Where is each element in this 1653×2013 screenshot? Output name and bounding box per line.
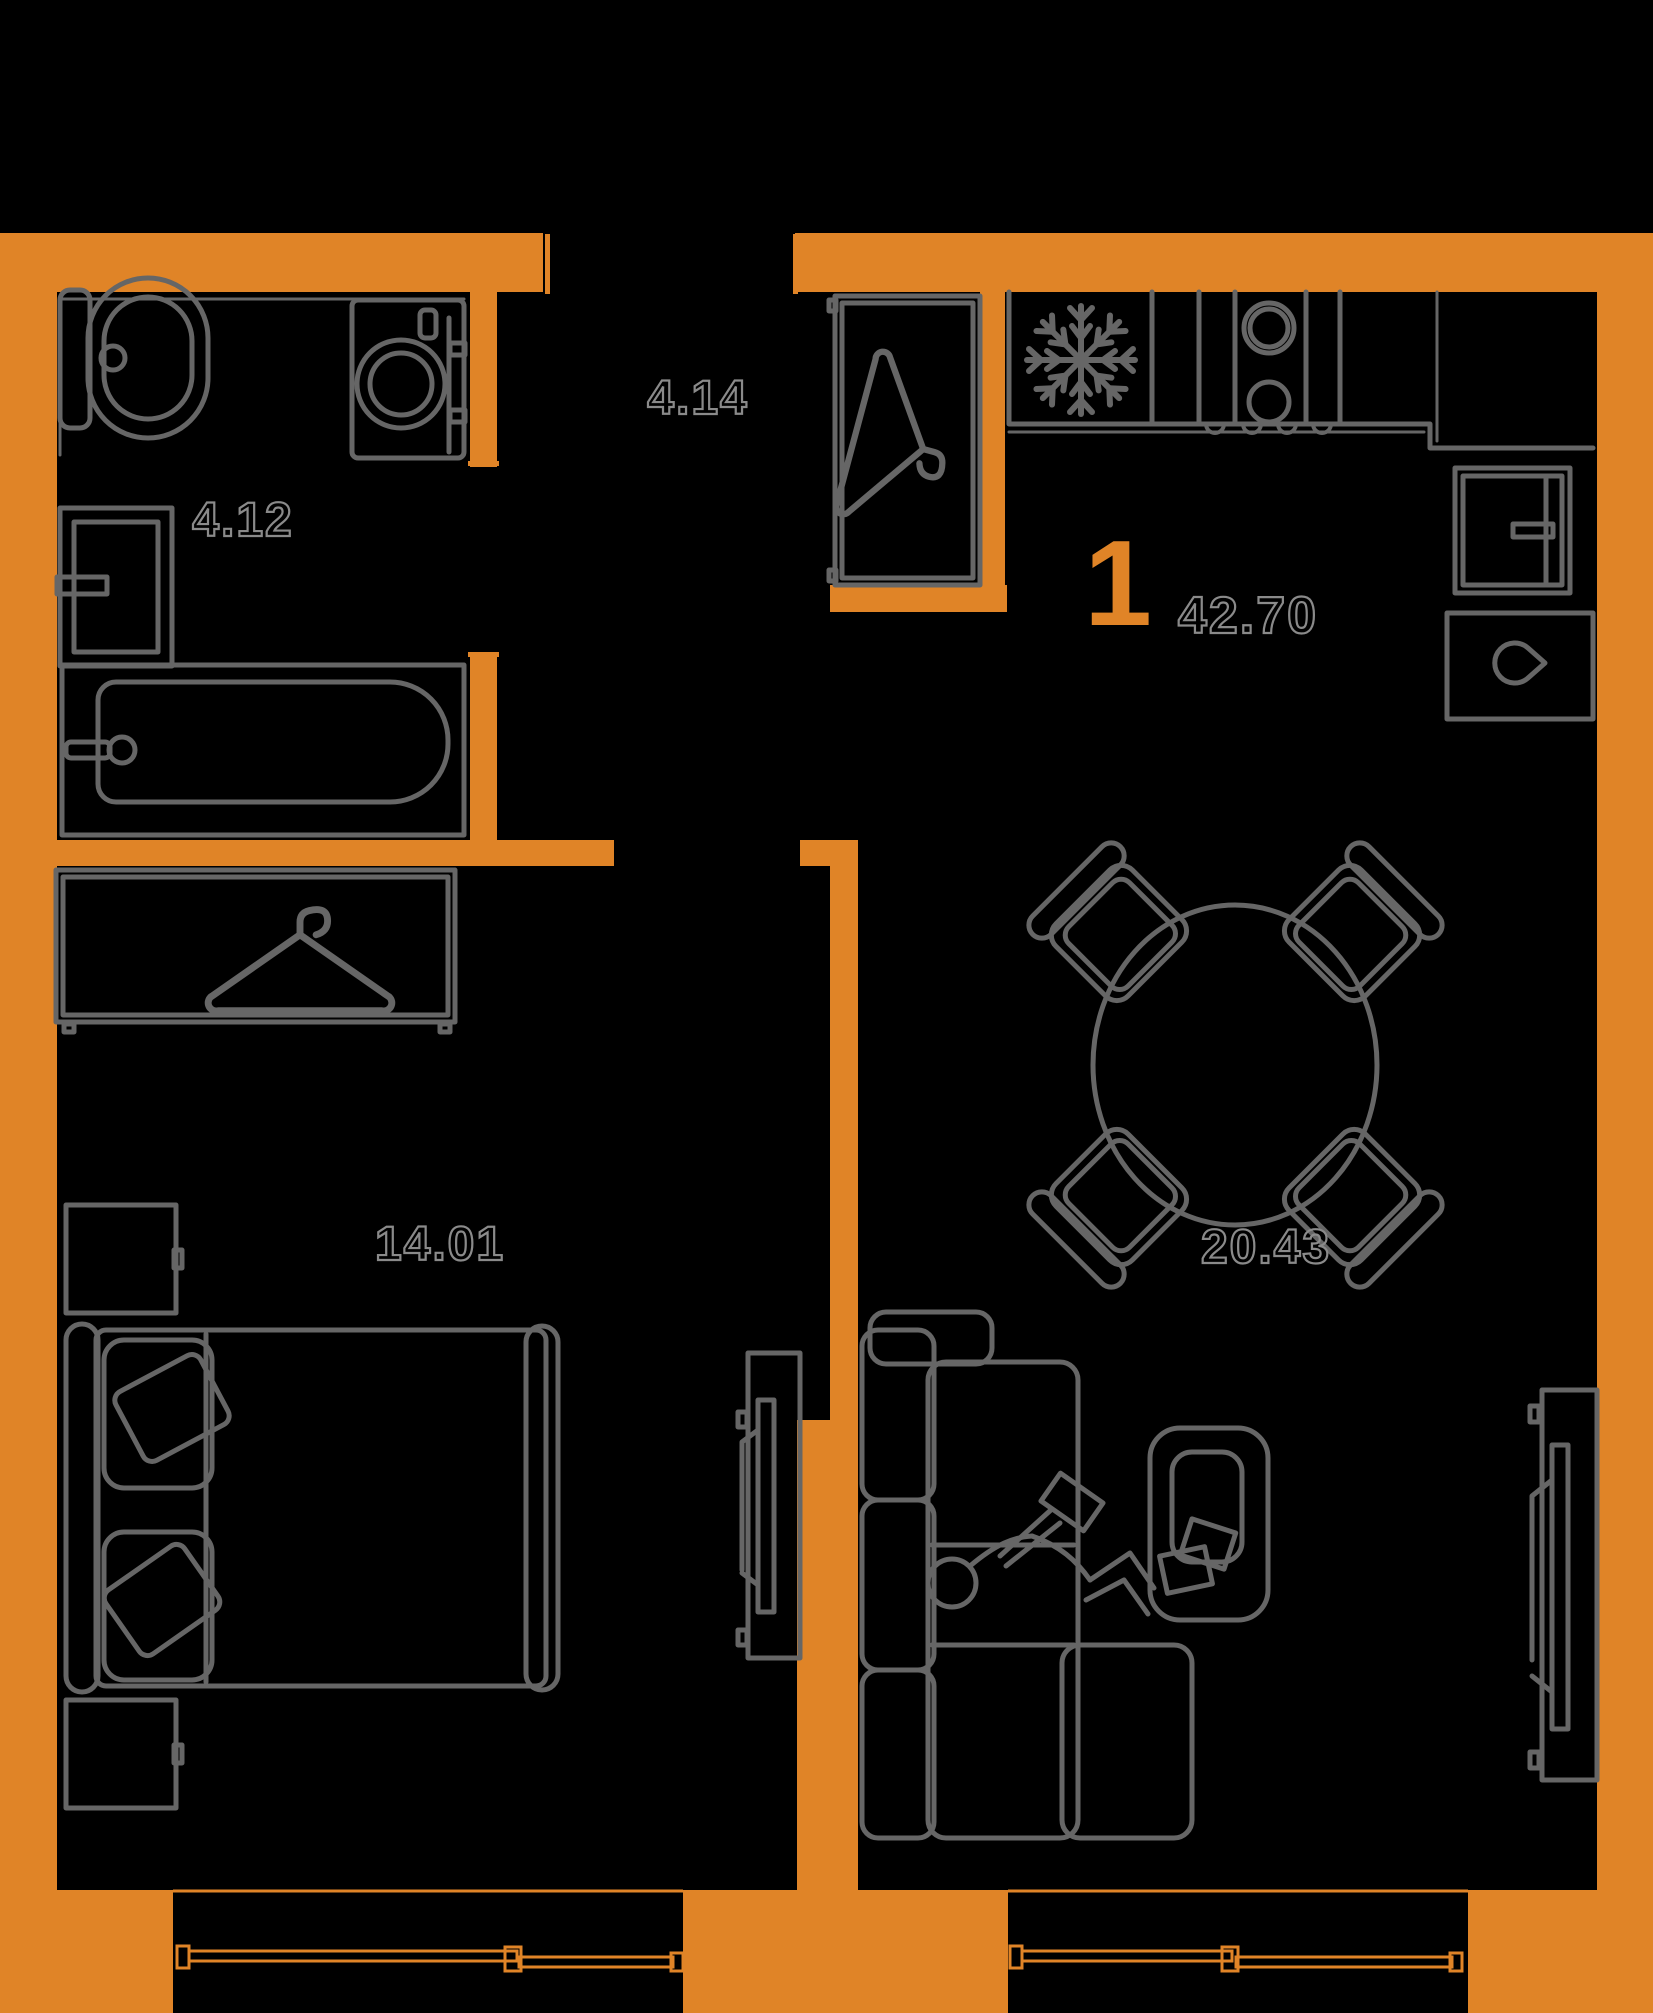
kitchen-sink-icon [1452, 465, 1573, 596]
kitchen-counter [1006, 289, 1596, 451]
wall-closet-bottom [830, 585, 1007, 612]
wall-left [0, 292, 57, 1890]
nightstand-bottom [63, 1697, 185, 1811]
window-cap-icon [175, 1944, 191, 1970]
unit-type-label: 1 [1084, 515, 1152, 651]
wall-bottom-middle-block [683, 1890, 1008, 2013]
walls [0, 233, 1653, 2013]
label-bathroom-area: 4.12 [191, 494, 294, 547]
window-junction-icon [1220, 1945, 1240, 1973]
wall-bathroom-right-lower [470, 655, 497, 840]
wardrobe [53, 867, 458, 1035]
toilet-icon [57, 275, 211, 441]
nightstand-top [63, 1202, 185, 1316]
entrance-jamb-left [545, 234, 550, 294]
coffee-table-icon [1147, 1425, 1271, 1623]
book-icon [1038, 1470, 1106, 1534]
stove-burners-icon [1204, 300, 1333, 435]
bedroom-door-jamb [605, 841, 610, 866]
chair-top-right [1272, 837, 1447, 1012]
kettle-icon [1492, 640, 1548, 686]
chair-bottom-left [1023, 1117, 1198, 1292]
wall-bathroom-right-upper [470, 292, 497, 467]
hanger-icon [208, 910, 392, 1011]
tv-living-icon [1527, 1387, 1600, 1783]
bedroom-window [175, 1944, 685, 1973]
wall-top-left [0, 233, 543, 292]
living-window [1008, 1944, 1464, 1973]
wall-bottom-right-block [1468, 1890, 1653, 2013]
wall-middle-upper [830, 840, 858, 1420]
window-junction-icon [503, 1945, 523, 1973]
wall-bottom-left-block [0, 1890, 173, 2013]
bathroom-door-jamb-top [468, 461, 499, 466]
tv-bedroom-icon [735, 1350, 803, 1661]
hall-closet [826, 293, 983, 588]
wall-middle-lower [797, 1420, 858, 1890]
wall-bedroom-top [0, 840, 614, 866]
label-hallway-area: 4.14 [646, 372, 749, 425]
bathtub-icon [59, 662, 467, 838]
window-cap-icon [669, 1951, 685, 1973]
sink-icon [54, 505, 175, 669]
label-living-area: 20.43 [1200, 1221, 1332, 1274]
total-area-label: 42.70 [1177, 587, 1319, 645]
washing-machine-icon [349, 297, 468, 461]
person-reading-icon [925, 1470, 1157, 1617]
entrance-jamb-right [793, 234, 798, 294]
window-cap-icon [1008, 1944, 1024, 1970]
wall-top-right [795, 233, 1653, 292]
label-bedroom-area: 14.01 [374, 1218, 506, 1271]
dining-table-icon [1090, 902, 1380, 1228]
wall-right [1597, 292, 1653, 1890]
snowflake-icon [1027, 306, 1135, 414]
window-cap-icon [1448, 1951, 1464, 1973]
bed-icon [63, 1321, 561, 1695]
bathroom-door-jamb-bottom [468, 652, 499, 657]
sofa-icon [859, 1309, 1195, 1841]
hanger-icon [834, 350, 967, 536]
chair-top-left [1023, 837, 1198, 1012]
kettle-cabinet [1444, 610, 1596, 722]
wall-closet-right [980, 292, 1005, 612]
